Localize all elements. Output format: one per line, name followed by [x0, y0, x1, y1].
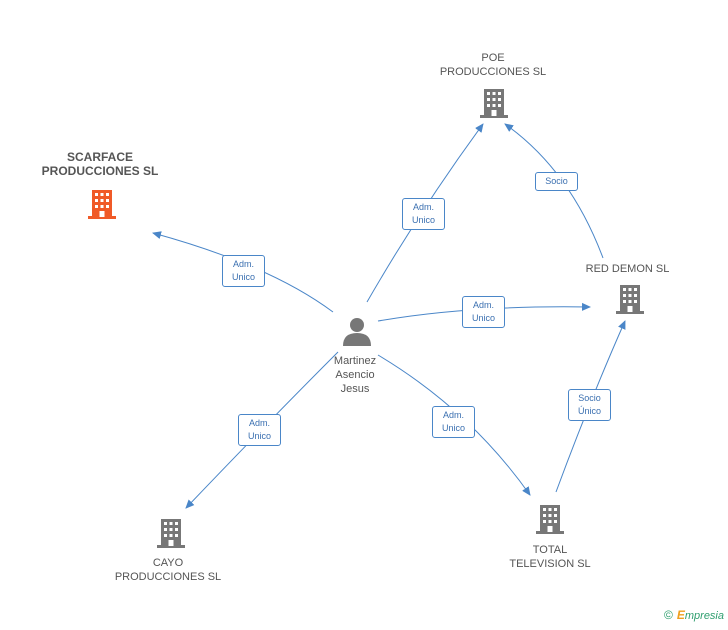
edge-label-to-scarface: Adm. Unico	[222, 255, 265, 287]
person-label[interactable]: Martinez Asencio Jesus	[333, 355, 377, 395]
scarface-label[interactable]: SCARFACE PRODUCCIONES SL	[41, 150, 159, 178]
edge-label-to-cayo: Adm. Unico	[238, 414, 281, 446]
poe-building-icon[interactable]	[478, 86, 510, 120]
poe-label[interactable]: POE PRODUCCIONES SL	[439, 52, 547, 78]
brand-footer: ©Empresia	[664, 608, 724, 622]
edge-red-demon-to-poe	[504, 123, 604, 259]
edge-label-red-demon-to-poe: Socio	[535, 172, 578, 191]
cayo-building-icon[interactable]	[155, 516, 187, 550]
edge-label-total-tv-to-red-demon: Socio Único	[568, 389, 611, 421]
red-demon-label[interactable]: RED DEMON SL	[585, 263, 670, 275]
person-icon[interactable]	[342, 316, 372, 348]
cayo-label[interactable]: CAYO PRODUCCIONES SL	[114, 557, 222, 583]
brand-name: mpresia	[684, 610, 724, 622]
edge-label-to-total-tv: Adm. Unico	[432, 406, 475, 438]
brand-initial: E	[676, 608, 685, 622]
total-tv-building-icon[interactable]	[534, 502, 566, 536]
scarface-building-icon[interactable]	[86, 188, 118, 220]
edge-label-to-red-demon: Adm. Unico	[462, 296, 505, 328]
copyright-symbol: ©	[664, 608, 673, 622]
red-demon-building-icon[interactable]	[614, 282, 646, 316]
edge-label-to-poe: Adm. Unico	[402, 198, 445, 230]
total-tv-label[interactable]: TOTAL TELEVISION SL	[509, 544, 591, 570]
